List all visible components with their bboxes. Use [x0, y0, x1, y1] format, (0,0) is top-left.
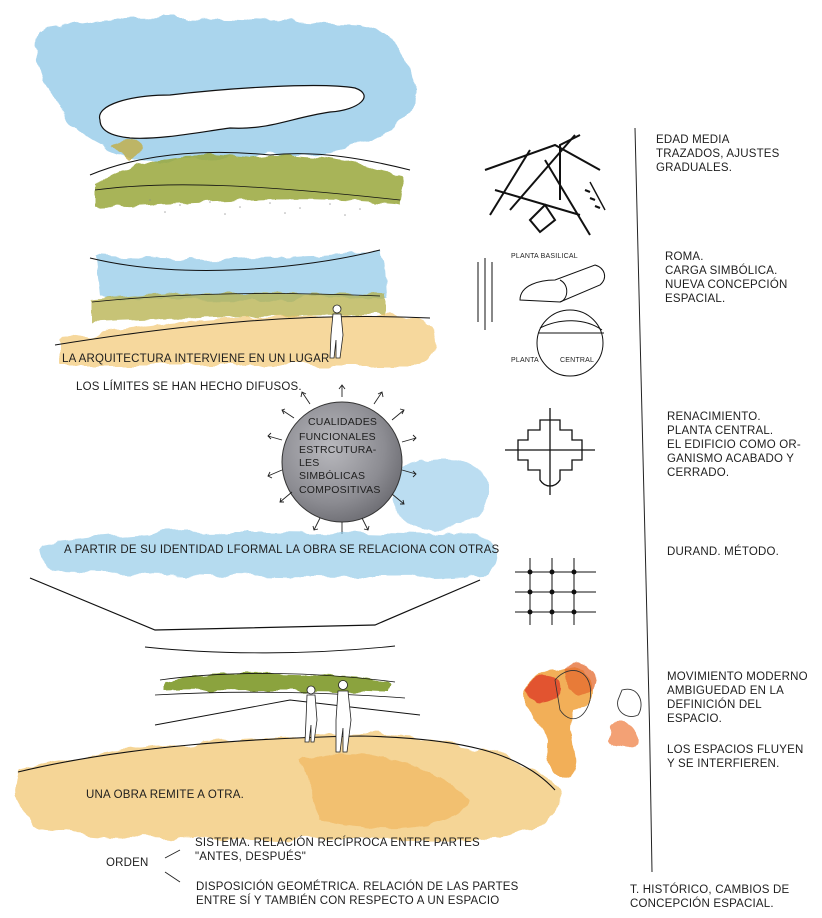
orden-label: ORDEN	[106, 856, 149, 870]
sketch-modern-forms	[524, 664, 641, 777]
timeline-fluyen: LOS ESPACIOS FLUYEN Y SE INTERFIEREN.	[667, 743, 804, 771]
sketch-renaissance-plan	[505, 408, 595, 495]
vignette-sky-hills	[36, 18, 412, 216]
orden-disposicion: DISPOSICIÓN GEOMÉTRICA. RELACIÓN DE LAS …	[196, 880, 519, 908]
sketch-medieval-plan	[485, 135, 605, 235]
timeline-historico: T. HISTÓRICO, CAMBIOS DE CONCEPCIÓN ESPA…	[630, 883, 789, 911]
timeline-renacimiento: RENACIMIENTO. PLANTA CENTRAL. EL EDIFICI…	[667, 410, 801, 480]
circle-label-estructurales: ESTRCUTURA-	[299, 444, 376, 457]
circle-label-cualidades: CUALIDADES	[308, 416, 377, 429]
timeline-moderno: MOVIMIENTO MODERNO AMBIGUEDAD EN LA DEFI…	[667, 670, 808, 726]
timeline-edad-media: EDAD MEDIA TRAZADOS, AJUSTES GRADUALES.	[656, 133, 780, 175]
sketch-basilica-plan	[478, 258, 605, 330]
plan-label-central: CENTRAL	[560, 356, 594, 365]
caption-remite: UNA OBRA REMITE A OTRA.	[86, 788, 244, 802]
circle-label-simbolicas: SIMBÓLICAS	[299, 470, 365, 483]
timeline-roma: ROMA. CARGA SIMBÓLICA. NUEVA CONCEPCIÓN …	[665, 250, 787, 306]
circle-label-les: LES	[299, 457, 319, 470]
circle-label-funcionales: FUNCIONALES	[299, 431, 376, 444]
sketch-durand-grid	[515, 558, 596, 625]
plan-label-planta: PLANTA	[511, 356, 539, 365]
caption-identidad: A PARTIR DE SU IDENTIDAD LFORMAL LA OBRA…	[64, 543, 499, 557]
timeline-durand: DURAND. MÉTODO.	[667, 545, 779, 559]
vignette-landscape-figure	[55, 250, 437, 365]
caption-limites: LOS LÍMITES SE HAN HECHO DIFUSOS.	[76, 380, 302, 394]
caption-lugar: LA ARQUITECTURA INTERVIENE EN UN LUGAR	[62, 352, 329, 366]
sketch-central-plan	[537, 310, 604, 376]
vignette-large-landscape	[15, 646, 562, 840]
orden-sistema: SISTEMA. RELACIÓN RECÍPROCA ENTRE PARTES…	[195, 836, 480, 864]
circle-label-compositivas: COMPOSITIVAS	[299, 484, 381, 497]
orden-bracket	[165, 850, 180, 882]
timeline-line	[635, 128, 652, 872]
plan-label-basilical: PLANTA BASILICAL	[511, 252, 578, 261]
